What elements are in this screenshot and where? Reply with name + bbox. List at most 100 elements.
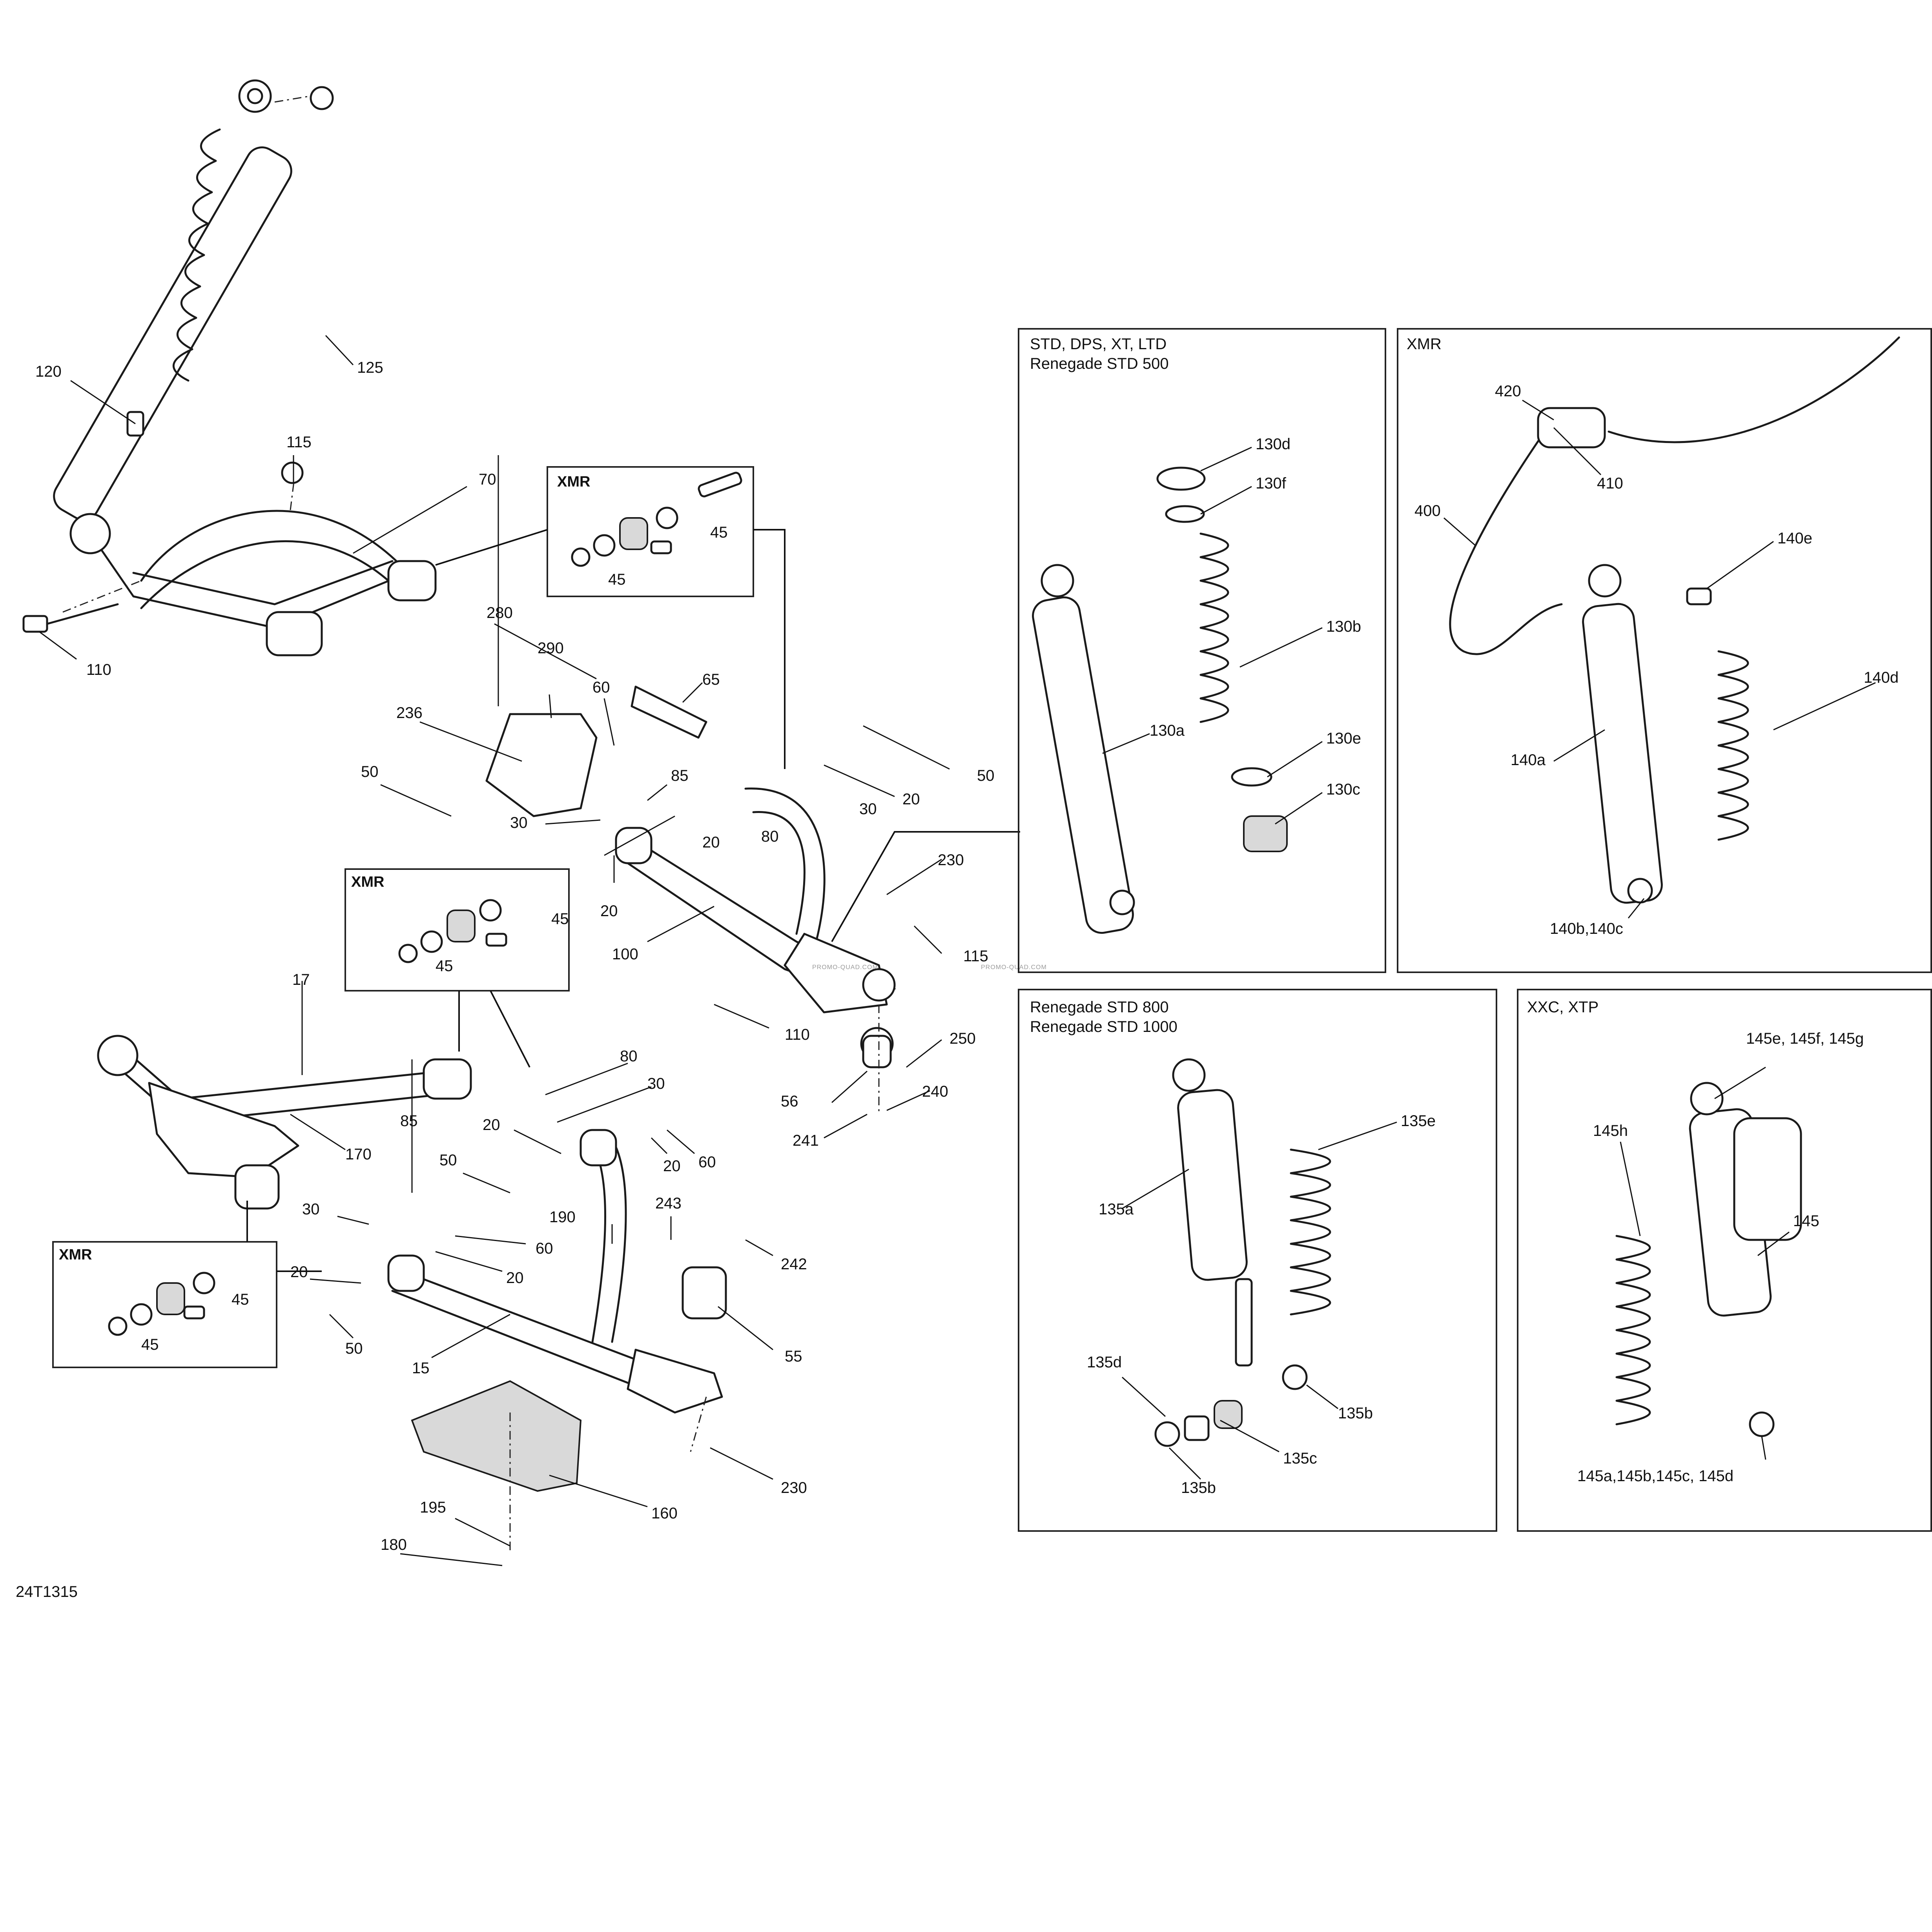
label-45-a: 45 bbox=[710, 524, 728, 541]
label-65: 65 bbox=[702, 671, 720, 688]
label-15: 15 bbox=[412, 1360, 430, 1377]
spring-seat-130c bbox=[1243, 815, 1288, 852]
xmr-inset-middle-box bbox=[344, 868, 570, 992]
label-115-mid: 115 bbox=[963, 948, 988, 965]
label-50-lower-bottom: 50 bbox=[345, 1340, 363, 1357]
label-130c: 130c bbox=[1326, 781, 1360, 798]
nut-115-upper bbox=[281, 461, 304, 484]
label-30-upper-left: 30 bbox=[510, 814, 528, 831]
bushing-parts-upper bbox=[571, 472, 742, 567]
label-145: 145 bbox=[1793, 1212, 1819, 1230]
label-120: 120 bbox=[35, 363, 62, 380]
label-135e: 135e bbox=[1401, 1112, 1436, 1130]
ball-joint-55 bbox=[682, 1266, 727, 1320]
label-30-lower-left: 30 bbox=[302, 1201, 320, 1218]
label-20-lower-mid: 20 bbox=[506, 1269, 524, 1287]
label-20-upper-right: 20 bbox=[902, 791, 920, 808]
panel-std-box bbox=[1018, 328, 1386, 973]
label-45-e: 45 bbox=[231, 1291, 249, 1308]
shock-145 bbox=[1689, 1082, 1802, 1437]
fitting-420 bbox=[1537, 407, 1606, 448]
spring-130b bbox=[1199, 532, 1229, 723]
panel-xmr-shock-box bbox=[1397, 328, 1932, 973]
panel-renegade-line2: Renegade STD 1000 bbox=[1030, 1018, 1177, 1035]
label-70: 70 bbox=[479, 471, 496, 488]
label-20-lower-top: 20 bbox=[483, 1116, 500, 1134]
label-140d: 140d bbox=[1864, 669, 1899, 686]
label-60-upper: 60 bbox=[592, 679, 610, 696]
bushing-parts-lower bbox=[108, 1272, 215, 1336]
label-130d: 130d bbox=[1256, 436, 1290, 453]
watermark-text: PROMO-QUAD.COM bbox=[812, 964, 878, 971]
reservoir-hose-400 bbox=[1449, 336, 1900, 655]
label-140e: 140e bbox=[1777, 530, 1812, 547]
diagram-code: 24T1315 bbox=[16, 1583, 78, 1600]
label-243: 243 bbox=[655, 1195, 682, 1212]
xmr-inset-upper-box bbox=[547, 466, 754, 597]
spring-seat-130d bbox=[1156, 467, 1206, 491]
label-140a: 140a bbox=[1511, 751, 1546, 769]
ring-130e bbox=[1231, 767, 1272, 787]
plate-65 bbox=[631, 685, 707, 739]
label-135d: 135d bbox=[1087, 1354, 1122, 1371]
label-110-mid: 110 bbox=[785, 1026, 810, 1043]
bushings-135 bbox=[1154, 1364, 1308, 1447]
label-50-lower-top: 50 bbox=[439, 1152, 457, 1169]
label-236: 236 bbox=[396, 704, 423, 722]
label-130a: 130a bbox=[1150, 722, 1185, 739]
xmr-inset-middle-title: XMR bbox=[351, 874, 384, 890]
label-130e: 130e bbox=[1326, 730, 1361, 747]
spring-135e bbox=[1290, 1148, 1331, 1316]
label-45-b: 45 bbox=[608, 571, 626, 588]
panel-std-line1: STD, DPS, XT, LTD bbox=[1030, 335, 1166, 353]
label-130b: 130b bbox=[1326, 618, 1361, 635]
label-20-lower-top-right: 20 bbox=[663, 1157, 681, 1175]
label-45-c: 45 bbox=[551, 910, 569, 928]
xmr-inset-lower-box bbox=[52, 1241, 277, 1368]
label-56: 56 bbox=[781, 1093, 798, 1110]
label-135b-bottom: 135b bbox=[1181, 1479, 1216, 1496]
label-50-upper-right: 50 bbox=[977, 767, 995, 784]
label-145h: 145h bbox=[1593, 1122, 1628, 1139]
label-20-upper-mid: 20 bbox=[702, 834, 720, 851]
spring-145h bbox=[1615, 1235, 1651, 1425]
label-110-upper: 110 bbox=[86, 661, 111, 678]
leader-lines bbox=[39, 335, 1876, 1566]
panel-renegade-line1: Renegade STD 800 bbox=[1030, 999, 1169, 1016]
label-240: 240 bbox=[922, 1083, 948, 1100]
label-20-lower-left: 20 bbox=[290, 1263, 308, 1281]
label-85-lower: 85 bbox=[400, 1112, 418, 1130]
xmr-inset-upper-title: XMR bbox=[557, 474, 590, 490]
label-160: 160 bbox=[651, 1505, 678, 1522]
label-125: 125 bbox=[357, 359, 383, 376]
shock-140a bbox=[1582, 564, 1663, 904]
a-arm-100 bbox=[615, 787, 896, 1013]
a-arm-15 bbox=[387, 1129, 723, 1414]
part-labels: 120 125 115 70 110 45 45 280 290 60 65 2… bbox=[35, 359, 1899, 1553]
label-135c: 135c bbox=[1283, 1450, 1317, 1467]
label-100: 100 bbox=[612, 946, 638, 963]
label-180: 180 bbox=[381, 1536, 407, 1553]
label-80-lower: 80 bbox=[620, 1048, 638, 1065]
label-135b-right: 135b bbox=[1338, 1405, 1373, 1422]
panel-renegade-box bbox=[1018, 989, 1497, 1532]
label-195: 195 bbox=[420, 1499, 446, 1516]
label-145abcd: 145a,145b,145c, 145d bbox=[1577, 1467, 1733, 1485]
fitting-140e bbox=[1686, 587, 1712, 605]
upper-a-arm-70 bbox=[69, 510, 437, 656]
label-410: 410 bbox=[1597, 475, 1623, 492]
label-280: 280 bbox=[487, 604, 513, 622]
panel-xmr-shock-title: XMR bbox=[1407, 335, 1442, 353]
label-230-lower: 230 bbox=[781, 1479, 807, 1496]
label-45-d: 45 bbox=[436, 957, 453, 975]
label-290: 290 bbox=[538, 640, 564, 657]
label-230-upper: 230 bbox=[938, 851, 964, 869]
skid-plate-160 bbox=[411, 1380, 582, 1492]
label-60-lower-right: 60 bbox=[698, 1154, 716, 1171]
bolt-110-upper bbox=[22, 603, 119, 633]
label-80-upper: 80 bbox=[761, 828, 779, 845]
label-420: 420 bbox=[1495, 383, 1521, 400]
label-20-upper-left: 20 bbox=[600, 902, 618, 920]
label-45-f: 45 bbox=[141, 1336, 159, 1353]
label-50-upper-left: 50 bbox=[361, 763, 379, 780]
